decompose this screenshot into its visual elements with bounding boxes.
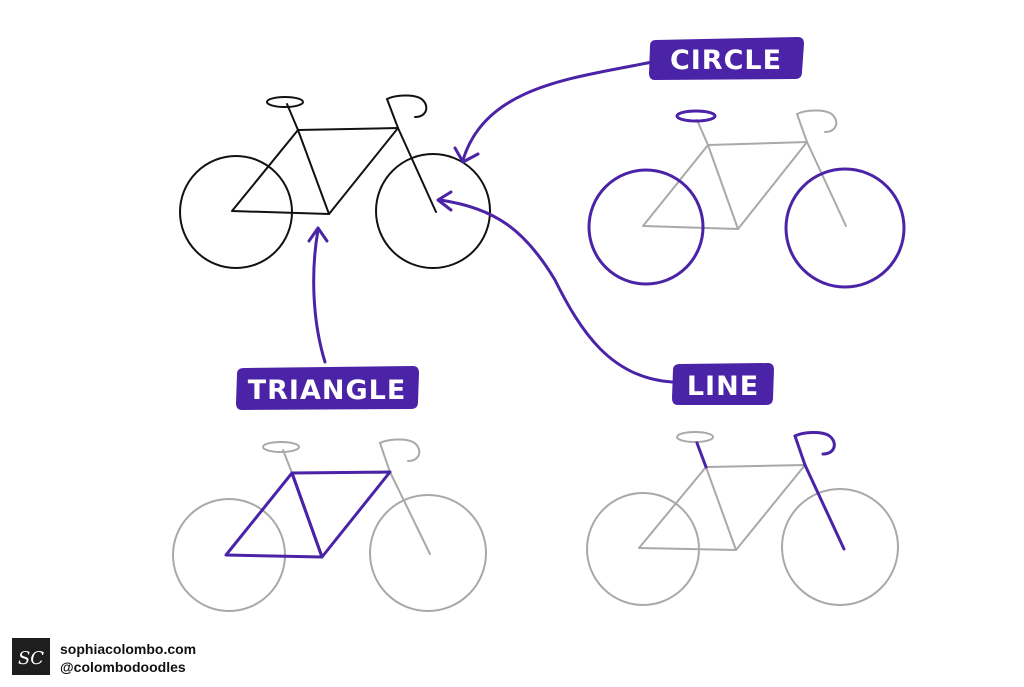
down-tube-main	[328, 127, 399, 215]
frame-triangle-circle	[642, 144, 739, 230]
top-tube-circle	[707, 141, 808, 146]
stem-circle	[796, 113, 808, 143]
rear-wheel-triangle	[369, 494, 487, 612]
seat-main	[266, 96, 304, 108]
rear-wheel-line	[781, 488, 899, 606]
handlebar-main	[386, 94, 428, 118]
label-circle-text: CIRCLE	[670, 45, 782, 76]
label-line-box	[672, 363, 774, 405]
label-triangle-box	[236, 366, 419, 410]
label-triangle: TRIANGLE	[236, 366, 419, 410]
footer-credits: sophiacolombo.com @colombodoodles	[60, 640, 196, 676]
logo-badge: SC	[12, 638, 50, 675]
fork-triangle	[389, 471, 431, 555]
seat-circle	[675, 109, 717, 123]
arrow-circle-head	[453, 146, 480, 164]
seat-post-triangle	[282, 449, 293, 474]
bicycle-main	[179, 94, 491, 269]
frame-triangle-highlight-front	[290, 470, 392, 559]
arrow-triangle	[312, 228, 327, 364]
seat-line	[676, 431, 714, 443]
footer-website: sophiacolombo.com	[60, 641, 197, 657]
seat-triangle	[262, 441, 300, 453]
arrow-triangle-head	[307, 226, 329, 243]
handlebar-circle	[796, 109, 838, 133]
label-line: LINE	[672, 363, 774, 405]
rear-wheel-circle	[784, 167, 906, 289]
fork-circle	[806, 141, 847, 227]
seat-post-circle	[696, 119, 709, 146]
bicycle-triangle-example	[172, 438, 487, 612]
arrows	[307, 60, 674, 384]
label-circle-box	[649, 37, 804, 80]
label-triangle-text: TRIANGLE	[248, 375, 407, 406]
bicycle-circle-example	[587, 109, 906, 289]
bicycle-line-example	[586, 431, 899, 606]
stem-triangle	[379, 442, 391, 473]
top-tube-line	[705, 464, 806, 468]
handlebar-line-highlight	[793, 431, 836, 456]
seat-post-line-highlight	[695, 441, 708, 469]
stem-line-highlight	[793, 434, 807, 467]
frame-triangle-main	[231, 129, 330, 215]
down-tube-line	[735, 464, 806, 551]
top-tube-main	[297, 127, 399, 131]
arrow-line-head	[436, 190, 453, 212]
label-circle: CIRCLE	[649, 37, 804, 80]
frame-triangle-line	[638, 466, 737, 551]
rear-wheel-main	[375, 153, 491, 269]
logo-text: SC	[18, 648, 44, 669]
footer-handle: @colombodoodles	[60, 659, 186, 675]
fork-line-highlight	[803, 463, 846, 551]
stem-main	[386, 98, 399, 129]
front-wheel-circle	[587, 168, 705, 286]
arrow-line	[438, 198, 674, 384]
fork-main	[397, 127, 437, 213]
seat-post-main	[286, 103, 299, 131]
label-line-text: LINE	[687, 371, 759, 402]
arrow-circle	[461, 60, 654, 162]
logo-box	[12, 638, 50, 675]
down-tube-circle	[737, 141, 808, 230]
handlebar-triangle	[379, 438, 421, 462]
